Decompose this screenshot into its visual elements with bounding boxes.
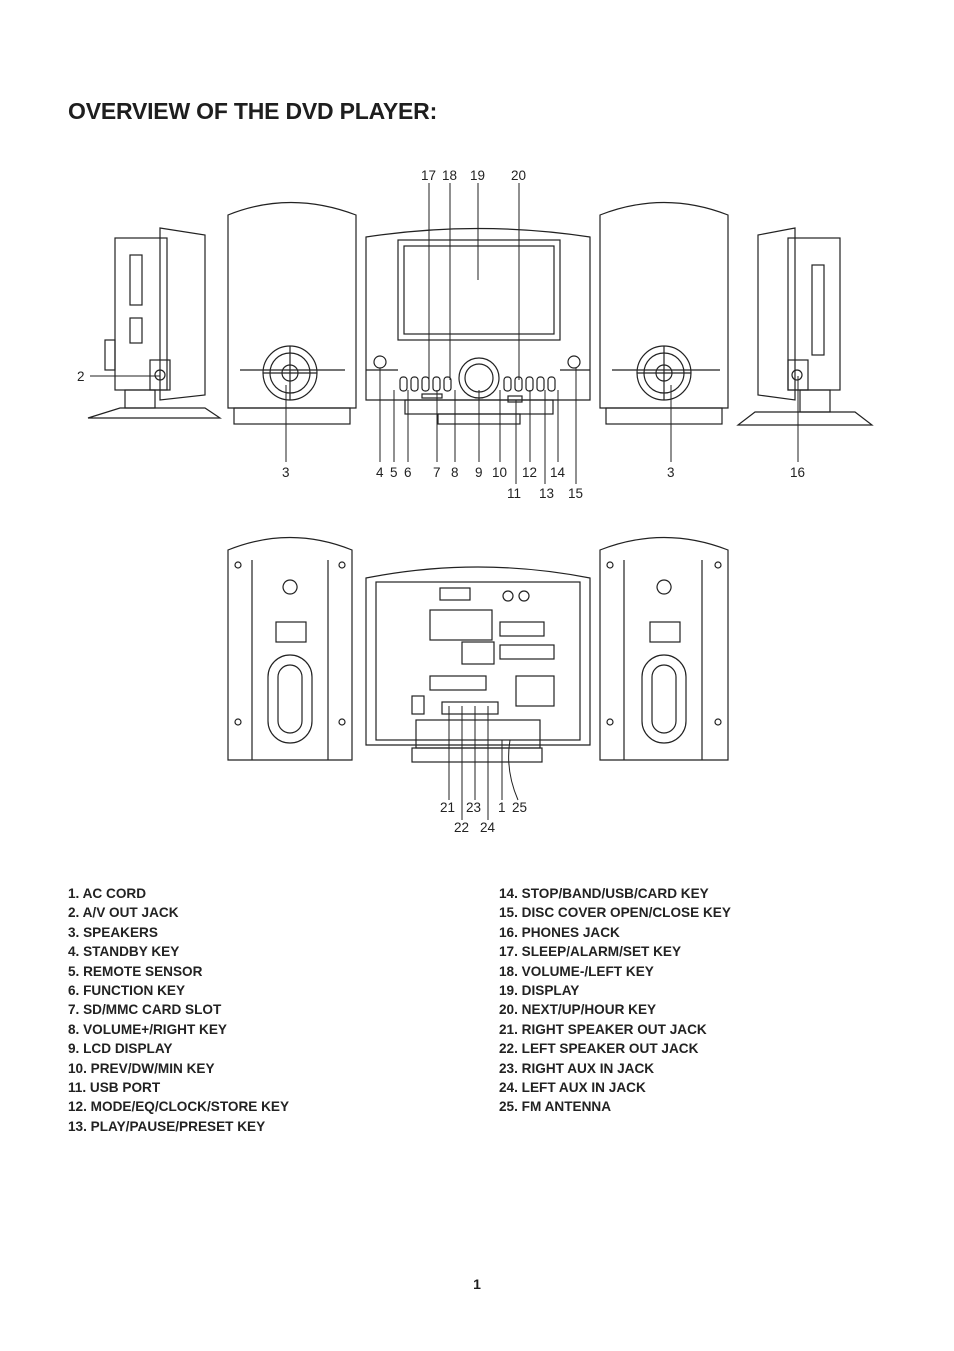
part-item: 14. STOP/BAND/USB/CARD KEY [499,886,709,901]
callout-19: 19 [470,168,485,183]
callout-21: 21 [440,800,455,815]
callout-14: 14 [550,465,566,480]
part-item: 3. SPEAKERS [68,924,158,940]
part-item: 22. LEFT SPEAKER OUT JACK [499,1041,699,1057]
parts-list-left: 1. AC CORD 2. A/V OUT JACK 3. SPEAKERS 4… [68,884,289,1136]
callout-3-right: 3 [667,465,675,480]
page-number: 1 [473,1276,481,1292]
callout-24: 24 [480,820,496,835]
left-speaker-back [227,536,353,761]
left-speaker-front [227,201,357,425]
part-item: 7. SD/MMC CARD SLOT [68,1002,222,1018]
part-item: 23. RIGHT AUX IN JACK [499,1060,655,1076]
callout-10: 10 [492,465,507,480]
callout-18: 18 [442,168,457,183]
main-unit-back [365,566,591,763]
back-view-diagram: 21 23 1 25 22 24 [227,536,729,835]
callout-6: 6 [404,465,412,480]
callout-11: 11 [507,486,521,501]
parts-list-right: 14. STOP/BAND/USB/CARD KEY 15. DISC COVE… [499,884,731,1117]
page-title: OVERVIEW OF THE DVD PLAYER: [68,98,438,124]
callout-2: 2 [77,369,85,384]
part-item: 12. MODE/EQ/CLOCK/STORE KEY [68,1099,290,1115]
left-side-view [87,227,222,419]
callout-15: 15 [568,486,583,501]
front-view-diagram: 17 18 19 20 2 3 4 5 6 7 8 9 10 12 14 3 1… [77,168,874,501]
callout-17: 17 [421,168,436,183]
part-item: 8. VOLUME+/RIGHT KEY [68,1021,227,1037]
part-item: 19. DISPLAY [499,982,580,998]
callout-16: 16 [790,465,805,480]
part-item: 20. NEXT/UP/HOUR KEY [499,1002,657,1018]
part-item: 10. PREV/DW/MIN KEY [68,1060,215,1076]
callout-22: 22 [454,820,469,835]
callout-20: 20 [511,168,526,183]
callout-13: 13 [539,486,554,501]
callout-1: 1 [498,800,506,815]
part-item: 1. AC CORD [68,886,147,901]
part-item: 9. LCD DISPLAY [68,1041,173,1057]
callout-8: 8 [451,465,459,480]
part-item: 15. DISC COVER OPEN/CLOSE KEY [499,905,731,921]
part-item: 25. FM ANTENNA [499,1099,612,1115]
part-item: 16. PHONES JACK [499,924,620,940]
callout-5: 5 [390,465,398,480]
right-speaker-front [599,201,729,425]
part-item: 17. SLEEP/ALARM/SET KEY [499,944,682,960]
part-item: 21. RIGHT SPEAKER OUT JACK [499,1021,707,1037]
part-item: 11. USB PORT [68,1079,161,1095]
callout-23: 23 [466,800,481,815]
right-speaker-back [599,536,729,761]
part-item: 2. A/V OUT JACK [68,905,179,921]
callout-7: 7 [433,465,441,480]
callout-25: 25 [512,800,527,815]
part-item: 5. REMOTE SENSOR [68,963,203,979]
part-item: 4. STANDBY KEY [68,944,180,960]
right-side-view [736,227,874,426]
callout-12: 12 [522,465,537,480]
part-item: 6. FUNCTION KEY [68,982,186,998]
callout-3-left: 3 [282,465,290,480]
part-item: 24. LEFT AUX IN JACK [499,1079,646,1095]
part-item: 13. PLAY/PAUSE/PRESET KEY [68,1118,266,1134]
callout-9: 9 [475,465,483,480]
callout-4: 4 [376,465,384,480]
part-item: 18. VOLUME-/LEFT KEY [499,963,654,979]
